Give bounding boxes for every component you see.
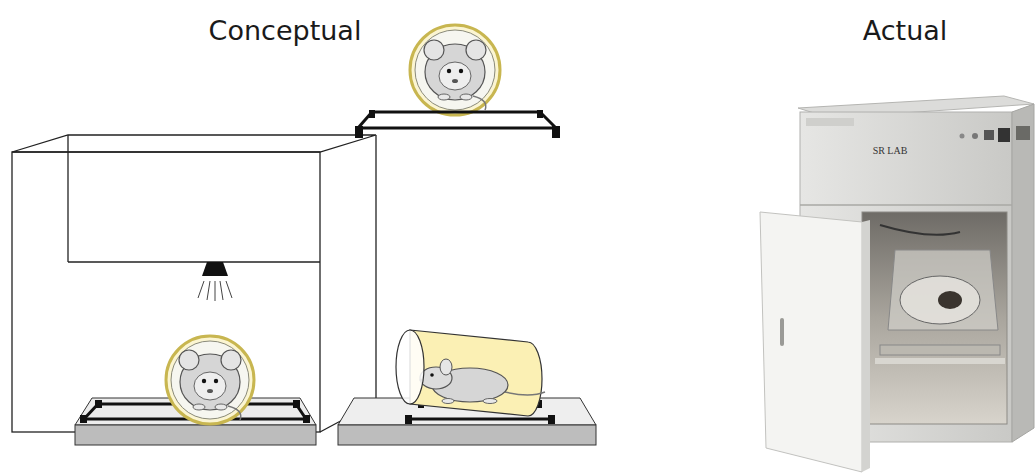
startle-cabinet xyxy=(760,96,1034,472)
platform-rails xyxy=(355,110,560,138)
enclosure-cube xyxy=(12,135,376,432)
chamber-inside xyxy=(875,225,1005,364)
panel-heading: Conceptual xyxy=(209,15,362,46)
restraint-tube-front xyxy=(410,25,500,115)
restraint-tube-side xyxy=(396,330,545,416)
connectors xyxy=(960,126,1031,142)
restraint-tube-front xyxy=(166,336,254,424)
speaker-lamp xyxy=(198,262,232,301)
panel-heading: Actual xyxy=(863,15,948,46)
device-brand: SR LAB xyxy=(873,145,908,156)
mouse-side xyxy=(419,359,545,404)
